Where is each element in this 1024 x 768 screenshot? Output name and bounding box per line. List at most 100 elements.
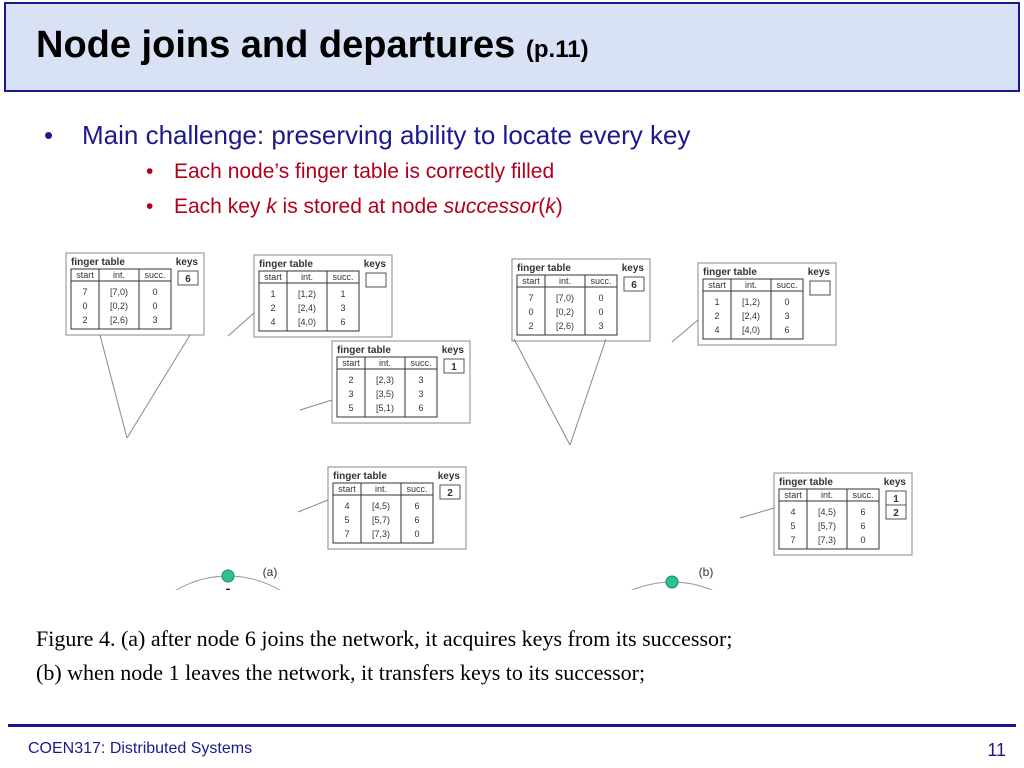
a-table-node-6-row-1-int: [5,7) xyxy=(372,515,390,525)
a-table-node-1-col-start: start xyxy=(264,272,282,282)
a-callout-3 xyxy=(227,312,255,337)
b-callout-2 xyxy=(569,338,607,446)
b-table-node-0-row-0-start: 7 xyxy=(528,293,533,303)
b-table-node-3-keys-heading: keys xyxy=(884,477,907,488)
a-caption: (a) xyxy=(263,565,278,579)
bullet-sub-2-paren-close: ) xyxy=(555,195,563,218)
b-table-node-3-col-int: int. xyxy=(821,490,833,500)
b-table-node-1-grid xyxy=(702,278,804,340)
a-table-node-0-key-0: 6 xyxy=(185,274,191,285)
a-table-node-3-keys-heading: keys xyxy=(442,345,465,356)
b-table-node-1-row-1-start: 2 xyxy=(714,311,719,321)
a-table-node-1-row-2-int: [4,0) xyxy=(298,317,316,327)
a-table-node-3-col-succ: succ. xyxy=(410,358,431,368)
a-table-node-0-frame xyxy=(65,252,205,336)
bullet-sub-2-mid: is stored at node xyxy=(276,195,444,218)
a-table-node-6-col-succ: succ. xyxy=(406,484,427,494)
a-table-node-3-frame xyxy=(331,340,471,424)
b-table-node-3-col-succ: succ. xyxy=(852,490,873,500)
a-table-node-6-row-0-int: [4,5) xyxy=(372,501,390,511)
b-table-node-3-row-2-succ: 0 xyxy=(860,535,865,545)
b-table-node-3-heading: finger table xyxy=(779,477,833,488)
a-table-node-1-row-0-succ: 1 xyxy=(340,289,345,299)
b-table-node-3-row-2-start: 7 xyxy=(790,535,795,545)
a-table-node-0-row-1-start: 0 xyxy=(82,301,87,311)
b-table-node-0-col-succ: succ. xyxy=(590,276,611,286)
b-table-node-3-row-0-succ: 6 xyxy=(860,507,865,517)
b-callout-4 xyxy=(739,507,775,519)
b-table-node-0-row-1-int: [0,2) xyxy=(556,307,574,317)
caption-line-1: Figure 4. (a) after node 6 joins the net… xyxy=(36,626,733,651)
title-bar: Node joins and departures (p.11) xyxy=(4,2,1020,92)
b-table-node-1-row-2-succ: 6 xyxy=(784,325,789,335)
title-main: Node joins and departures xyxy=(36,24,516,66)
a-table-node-1-keys-heading: keys xyxy=(364,259,387,270)
bullet-sub-2-successor: successor xyxy=(443,195,539,218)
b-table-node-3-key-1: 2 xyxy=(893,508,899,519)
b-table-node-0-grid xyxy=(516,274,618,336)
b-table-node-1-row-0-start: 1 xyxy=(714,297,719,307)
b-table-node-1-row-0-succ: 0 xyxy=(784,297,789,307)
b-table-node-0-row-2-int: [2,6) xyxy=(556,321,574,331)
a-table-node-0-col-start: start xyxy=(76,270,94,280)
b-table-node-1-col-succ: succ. xyxy=(776,280,797,290)
b-table-node-0-key-0: 6 xyxy=(631,280,637,291)
b-table-node-1-col-start: start xyxy=(708,280,726,290)
a-table-node-6-row-0-succ: 6 xyxy=(414,501,419,511)
a-table-node-6-col-int: int. xyxy=(375,484,387,494)
bullet-sub-2: •Each key k is stored at node successor(… xyxy=(146,195,563,219)
a-table-node-6-key-box-0 xyxy=(439,484,461,500)
b-node-0 xyxy=(665,575,679,589)
b-table-node-3-col-start: start xyxy=(784,490,802,500)
a-table-node-0-keys-heading: keys xyxy=(176,257,199,268)
a-table-node-1-key-box-0 xyxy=(365,272,387,288)
b-table-node-0-row-1-succ: 0 xyxy=(598,307,603,317)
b-table-node-0-row-2-start: 2 xyxy=(528,321,533,331)
b-table-node-3-grid xyxy=(778,488,880,550)
a-ring-label-0: 0 xyxy=(225,587,231,590)
b-table-node-1-row-0-int: [1,2) xyxy=(742,297,760,307)
b-table-node-1-row-2-int: [4,0) xyxy=(742,325,760,335)
a-table-node-3-col-int: int. xyxy=(379,358,391,368)
a-table-node-1-row-0-int: [1,2) xyxy=(298,289,316,299)
bullet-dot: • xyxy=(146,195,154,218)
a-table-node-3-row-2-succ: 6 xyxy=(418,403,423,413)
a-table-node-3-row-0-start: 2 xyxy=(348,375,353,385)
title-page-ref: (p.11) xyxy=(525,36,589,63)
a-table-node-6-row-2-start: 7 xyxy=(344,529,349,539)
a-table-node-3-heading: finger table xyxy=(337,345,391,356)
a-table-node-1-grid xyxy=(258,270,360,332)
chord-ring-diagram: 01234567finger tablekeysstartint.succ.7[… xyxy=(65,252,913,590)
b-callout-1 xyxy=(513,338,571,446)
a-table-node-1-row-1-int: [2,4) xyxy=(298,303,316,313)
a-table-node-0-key-box-0 xyxy=(177,270,199,286)
b-table-node-0-frame xyxy=(511,258,651,342)
b-table-node-0-col-int: int. xyxy=(559,276,571,286)
a-callout-2 xyxy=(126,334,191,439)
a-table-node-6-row-1-succ: 6 xyxy=(414,515,419,525)
b-table-node-0-key-box-0 xyxy=(623,276,645,292)
a-table-node-6-heading: finger table xyxy=(333,471,387,482)
b-table-node-0-row-2-succ: 3 xyxy=(598,321,603,331)
b-table-node-1-heading: finger table xyxy=(703,267,757,278)
b-table-node-0-keys-heading: keys xyxy=(622,263,645,274)
b-table-node-3-row-1-start: 5 xyxy=(790,521,795,531)
bullet-main-text: Main challenge: preserving ability to lo… xyxy=(82,120,691,150)
bullet-dot: • xyxy=(44,120,54,150)
a-table-node-1-frame xyxy=(253,254,393,338)
b-table-node-1-keys-heading: keys xyxy=(808,267,831,278)
a-table-node-6-row-2-succ: 0 xyxy=(414,529,419,539)
a-table-node-3-row-1-int: [3,5) xyxy=(376,389,394,399)
a-table-node-1-col-int: int. xyxy=(301,272,313,282)
a-table-node-1-row-1-succ: 3 xyxy=(340,303,345,313)
a-table-node-6-col-start: start xyxy=(338,484,356,494)
a-table-node-6-keys-heading: keys xyxy=(438,471,461,482)
a-table-node-6-grid xyxy=(332,482,434,544)
b-table-node-3-row-1-int: [5,7) xyxy=(818,521,836,531)
a-table-node-6-row-1-start: 5 xyxy=(344,515,349,525)
a-table-node-3-row-2-start: 5 xyxy=(348,403,353,413)
footer-course: COEN317: Distributed Systems xyxy=(28,740,253,757)
bullet-dot: • xyxy=(146,160,154,183)
a-table-node-1-row-0-start: 1 xyxy=(270,289,275,299)
b-table-node-1-col-int: int. xyxy=(745,280,757,290)
